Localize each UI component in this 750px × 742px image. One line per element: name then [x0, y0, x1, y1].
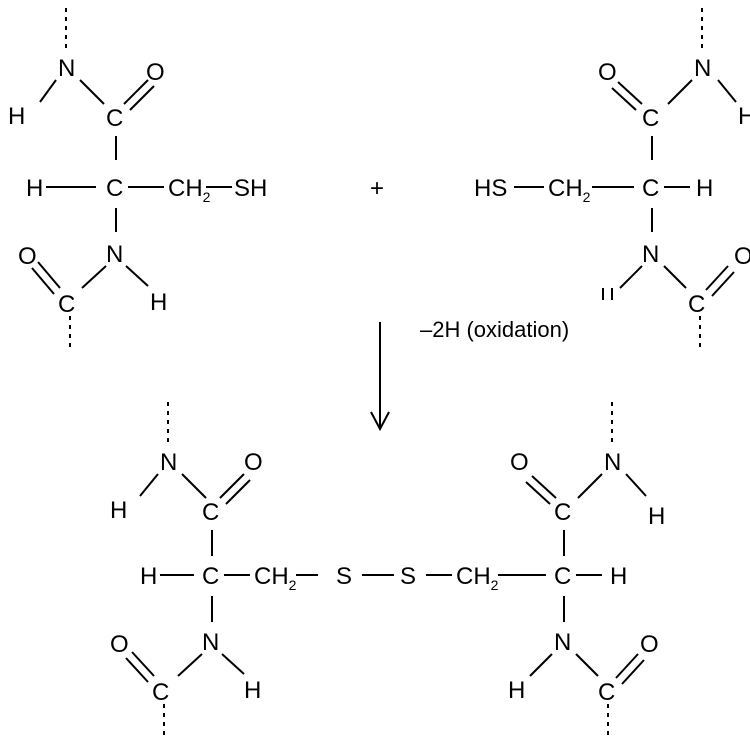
atom-H-right: H	[648, 503, 665, 530]
atom-C-alpha: C	[202, 563, 219, 590]
group-CH2: CH2	[254, 563, 297, 593]
atom-C-alpha: C	[642, 175, 659, 202]
reaction-arrow: –2H (oxidation)	[370, 317, 569, 432]
double-bond-C-O-lower	[131, 651, 155, 677]
bond-N-H-lower	[619, 265, 643, 289]
bond-N-H-right	[625, 473, 647, 497]
atom-C-carbonyl: C	[202, 499, 219, 526]
reactant-cysteine-left: N H C O H C CH2 SH N H C O	[8, 8, 267, 352]
atom-O-right: O	[510, 449, 529, 476]
atom-O-lower: O	[110, 631, 129, 658]
atom-N: N	[694, 55, 711, 82]
bond-N-H	[39, 79, 57, 103]
atom-C-carbonyl: C	[642, 105, 659, 132]
double-bond-C-O-lower	[31, 267, 55, 295]
atom-H-lower: H	[244, 677, 261, 704]
bond-C-N-right	[577, 473, 603, 499]
atom-N: N	[160, 449, 177, 476]
atom-S-left: S	[336, 563, 352, 590]
bond-N-H-lower	[125, 265, 149, 287]
double-bond-C-O-lower	[37, 261, 61, 289]
plus-sign: +	[370, 175, 384, 202]
double-bond-C-O	[123, 79, 149, 105]
group-CH2: CH2	[168, 175, 211, 205]
double-bond-C-O	[129, 85, 155, 111]
atom-N-right: N	[604, 449, 621, 476]
group-HS: HS	[474, 175, 507, 202]
atom-C-lower: C	[58, 291, 75, 318]
atom-C-lower: C	[688, 291, 705, 318]
bond-N-H	[139, 473, 159, 497]
atom-S-right: S	[400, 563, 416, 590]
double-bond-C-O-lower-right	[621, 659, 645, 685]
double-bond-C-O	[219, 473, 245, 499]
atom-C-carbonyl: C	[106, 105, 123, 132]
atom-H: H	[8, 103, 25, 130]
double-bond-C-O	[611, 87, 637, 111]
bond-N-C	[79, 79, 105, 105]
double-bond-C-O	[225, 479, 251, 505]
bond-N-C	[667, 79, 693, 105]
atom-H: H	[110, 497, 127, 524]
atom-H-alpha: H	[140, 563, 157, 590]
atom-C-lower: C	[152, 679, 169, 706]
atom-H-lower-right: H	[508, 677, 525, 704]
double-bond-C-O-lower	[125, 657, 149, 683]
double-bond-C-O-lower-right	[615, 653, 639, 679]
bond-N-C-lower	[81, 265, 107, 289]
double-bond-C-O-lower	[711, 271, 735, 297]
atom-C-carbonyl-right: C	[554, 499, 571, 526]
atom-O-lower: O	[18, 243, 37, 270]
atom-C-lower-right: C	[598, 679, 615, 706]
bond-N-C	[181, 473, 207, 499]
double-bond-C-O	[617, 81, 643, 105]
double-bond-C-O-right	[525, 481, 551, 505]
atom-N-lower: N	[202, 629, 219, 656]
bond-N-C-lower	[663, 265, 687, 289]
atom-O: O	[146, 59, 165, 86]
atom-N-lower: N	[106, 241, 123, 268]
atom-O: O	[244, 449, 263, 476]
atom-O-lower-right: O	[640, 631, 659, 658]
atom-O-clipped: O	[734, 243, 750, 270]
group-CH2-right: CH2	[456, 563, 499, 593]
bond-N-H-lower-right	[529, 653, 553, 677]
atom-H-alpha-right: H	[610, 563, 627, 590]
double-bond-C-O-right	[531, 475, 557, 499]
atom-C-alpha-right: C	[554, 563, 571, 590]
product-cystine: N H C O H C CH2 S S N H C O CH2 C H	[110, 402, 665, 740]
bond-N-H-lower	[221, 653, 245, 675]
atom-H-alpha: H	[26, 175, 43, 202]
reactant-cysteine-right: N H C O HS CH2 C H N C O	[474, 8, 750, 352]
group-SH: SH	[234, 175, 267, 202]
group-CH2: CH2	[548, 175, 591, 205]
reaction-condition-label: –2H (oxidation)	[420, 317, 569, 342]
atom-H-clipped: H	[738, 103, 750, 130]
atom-C-alpha: C	[106, 175, 123, 202]
bond-N-H	[717, 79, 737, 103]
atom-N: N	[58, 55, 75, 82]
bond-N-C-lower	[177, 653, 203, 677]
atom-H-lower: H	[150, 289, 167, 316]
atom-H-alpha: H	[696, 175, 713, 202]
atom-N-lower: N	[642, 241, 659, 268]
atom-N-lower-right: N	[554, 629, 571, 656]
double-bond-C-O-lower	[705, 265, 729, 291]
atom-O: O	[598, 59, 617, 86]
bond-N-C-lower-right	[575, 653, 599, 677]
arrow-head	[370, 411, 390, 432]
